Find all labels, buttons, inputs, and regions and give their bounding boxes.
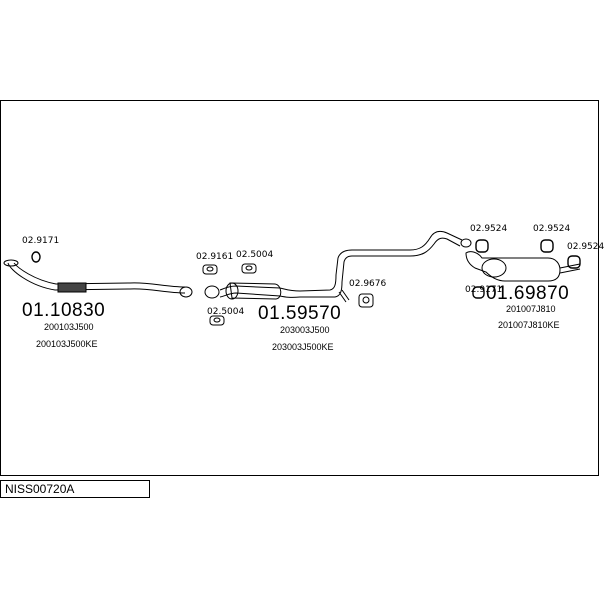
- fitting-label-9161: 02.9161: [196, 252, 234, 262]
- part-number: 01.59570: [258, 303, 342, 324]
- fitting-label-5004-top: 02.5004: [236, 250, 274, 260]
- part-ref: 201007J810: [506, 304, 556, 314]
- fitting-label-9524-b: 02.9524: [533, 224, 571, 234]
- diagram-code: NISS00720A: [5, 482, 75, 496]
- part-number: 01.10830: [22, 300, 106, 321]
- hanger-9676: [358, 293, 374, 308]
- flange-group: [202, 263, 257, 326]
- rear-silencer: [465, 251, 581, 282]
- part-ref: 203003J500: [280, 325, 330, 335]
- fitting-label-9676: 02.9676: [349, 279, 387, 289]
- fitting-label-9524-c: 02.9524: [567, 242, 604, 252]
- fitting-label-9524-a: 02.9524: [470, 224, 508, 234]
- diagram-code-box: NISS00720A: [0, 480, 150, 498]
- fitting-label-rear: 02.9171: [465, 285, 503, 295]
- front-pipe: [3, 259, 193, 298]
- part-ref: 200103J500KE: [36, 339, 98, 349]
- part-ref: 200103J500: [44, 322, 94, 332]
- fitting-label-9171: 02.9171: [22, 236, 60, 246]
- diagram-frame: [0, 100, 599, 476]
- exhaust-diagram: [3, 230, 581, 326]
- part-ref: 201007J810KE: [498, 320, 560, 330]
- center-pipe: [219, 230, 472, 303]
- part-ref: 203003J500KE: [272, 342, 334, 352]
- part-number: 01.69870: [486, 283, 570, 304]
- gasket-9171: [31, 251, 41, 263]
- fitting-label-5004-bottom: 02.5004: [207, 307, 245, 317]
- hanger-9524-group: [472, 239, 581, 299]
